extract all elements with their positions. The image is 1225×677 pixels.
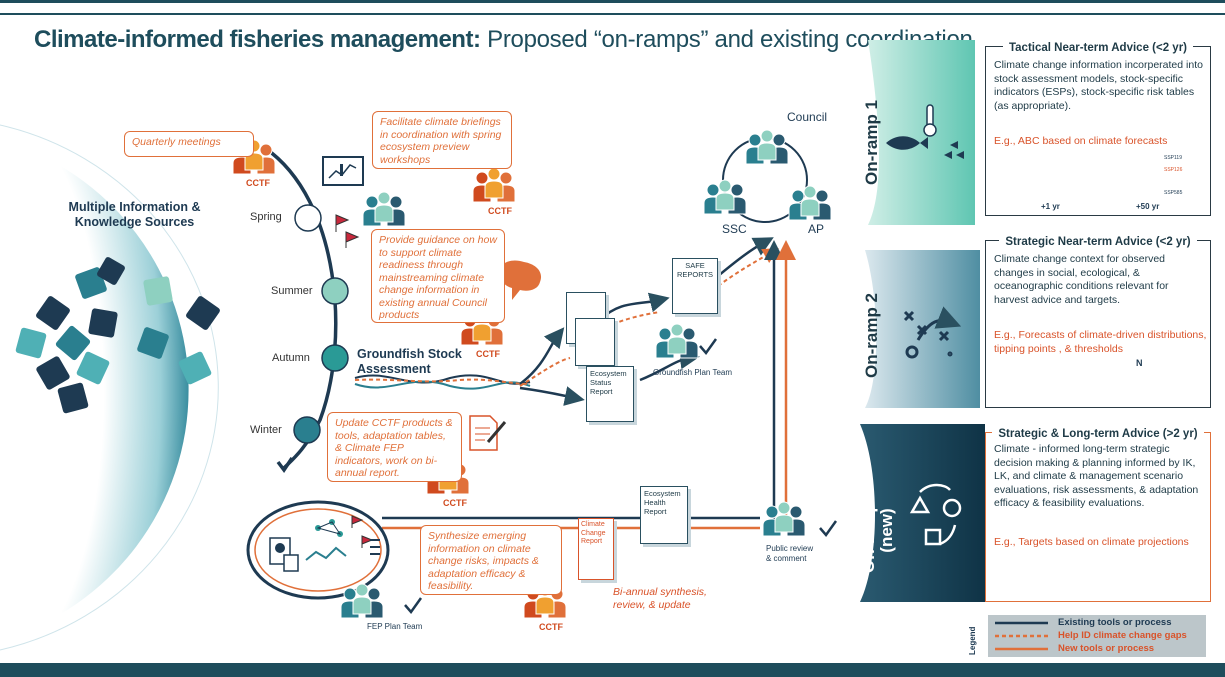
top-rule (0, 0, 1225, 3)
note-synthesize: Synthesize emerging information on clima… (420, 525, 562, 595)
ramp1-ssp119: SSP119 (1164, 155, 1182, 161)
note-biannual: Bi-annual synthesis, review, & update (613, 586, 707, 611)
ssc-people-icon (703, 179, 747, 215)
legend-item-existing: Existing tools or process (1058, 617, 1172, 628)
fep-tools-icon (269, 515, 380, 572)
season-winter: Winter (250, 424, 282, 436)
ap-people-icon (788, 185, 832, 221)
onramp-2-example: E.g., Forecasts of climate-driven distri… (994, 329, 1207, 355)
onramp-2-heading: Strategic Near-term Advice (<2 yr) (999, 236, 1197, 248)
presentation-icon (322, 156, 364, 186)
people-icon (362, 191, 406, 227)
fep-ellipse (246, 500, 390, 600)
onramp-1-panel: Tactical Near-term Advice (<2 yr) Climat… (985, 42, 1211, 216)
safe-report-doc: SAFE REPORTS (672, 258, 718, 314)
top-rule-2 (0, 13, 1225, 15)
check-icon (699, 338, 718, 356)
season-summer: Summer (271, 285, 313, 297)
cctf-label: CCTF (443, 498, 467, 508)
onramp-1-example: E.g., ABC based on climate forecasts (994, 135, 1168, 147)
cctf-label: CCTF (246, 178, 270, 188)
esr-doc: Ecosystem Status Report (586, 366, 634, 422)
note-briefings: Facilitate climate briefings in coordina… (372, 111, 512, 169)
onramp-3-text: Climate - informed long-term strategic d… (994, 443, 1199, 509)
strategy-play-icon (903, 306, 962, 359)
ramp1-ssp126: SSP126 (1164, 167, 1183, 173)
onramp-3-panel[interactable]: Strategic & Long-term Advice (>2 yr) Cli… (985, 428, 1211, 602)
onramp-1-text: Climate change information incorperated … (994, 59, 1203, 112)
check-icon (404, 597, 423, 615)
ssc-label: SSC (722, 222, 747, 236)
onramp-2-text: Climate change context for observed chan… (994, 253, 1169, 306)
season-autumn: Autumn (272, 352, 310, 364)
ccr-doc: Climate Change Report (578, 518, 614, 580)
document-pen-icon (469, 415, 507, 451)
public-people-icon (762, 501, 806, 537)
speech-bubble-icon (500, 260, 542, 300)
council-label: Council (787, 110, 828, 124)
sources-label: Multiple Information & Knowledge Sources (68, 200, 201, 229)
onramp1-band (868, 40, 975, 225)
note-quarterly: Quarterly meetings (124, 131, 254, 157)
cycle-shapes-icon (909, 483, 962, 546)
onramp-3-label: On-ramp 3 (new) (859, 487, 896, 573)
flag-icon (335, 214, 360, 248)
council-people-icon (745, 129, 789, 165)
note-guidance: Provide guidance on how to support clima… (371, 229, 505, 323)
stock-assessment-label: Groundfish Stock Assessment (357, 347, 462, 376)
check-icon (819, 520, 838, 538)
winter-dot (293, 416, 321, 444)
ehr-doc: Ecosystem Health Report (640, 486, 688, 544)
fep-team-label: FEP Plan Team (367, 622, 423, 631)
season-spring: Spring (250, 211, 282, 223)
groundfish-team-icon (655, 323, 699, 359)
legend-item-gaps: Help ID climate change gaps (1058, 630, 1187, 641)
note-update: Update CCTF products & tools, adaptation… (327, 412, 462, 482)
onramp-3-heading: Strategic & Long-term Advice (>2 yr) (992, 428, 1204, 440)
public-review-label: Public review & comment (766, 544, 814, 563)
legend-title: Legend (968, 626, 977, 655)
ramp1-ssp585: SSP585 (1164, 190, 1183, 196)
bottom-rule (0, 663, 1225, 677)
ramp1-tick-50yr: +50 yr (1136, 202, 1160, 211)
cctf-label: CCTF (476, 349, 500, 359)
cctf-people-icon (472, 167, 516, 203)
ramp2-north-label: N (1136, 358, 1143, 368)
onramp-3-example: E.g., Targets based on climate projectio… (994, 536, 1189, 548)
sources-halo (0, 140, 189, 640)
spring-dot (294, 204, 322, 232)
cctf-label: CCTF (488, 206, 512, 216)
onramp-1-heading: Tactical Near-term Advice (<2 yr) (1002, 42, 1193, 54)
onramp-2-label: On-ramp 2 (862, 292, 881, 378)
fish-thermometer-icon (886, 104, 964, 159)
esr-doc-mid (575, 318, 615, 366)
ap-label: AP (808, 222, 825, 236)
autumn-dot (321, 344, 349, 372)
groundfish-team-label: Groundfish Plan Team (653, 368, 733, 377)
summer-dot (321, 277, 349, 305)
page-title: Climate-informed fisheries management: P… (34, 26, 973, 54)
legend-item-new: New tools or process (1058, 643, 1155, 654)
fep-team-icon (340, 583, 384, 619)
title-bold: Climate-informed fisheries management: (34, 26, 481, 53)
cctf-label: CCTF (539, 622, 563, 632)
ccr-doc-label: Climate Change Report (581, 521, 606, 545)
onramp-2-panel: Strategic Near-term Advice (<2 yr) Clima… (985, 236, 1211, 408)
ramp1-tick-1yr: +1 yr (1041, 202, 1060, 211)
onramp-1-label: On-ramp 1 (862, 99, 881, 185)
puzzle-icon (15, 257, 220, 414)
